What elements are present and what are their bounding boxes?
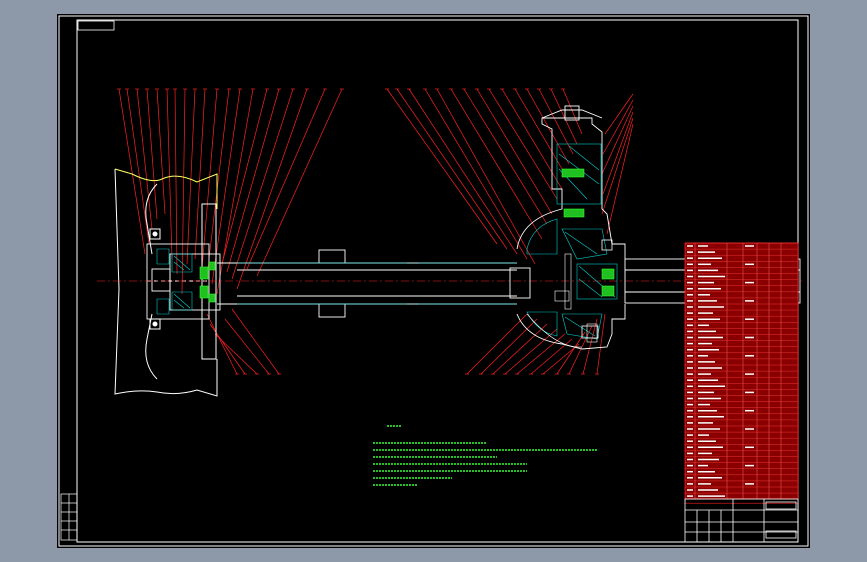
leader-line: [224, 318, 270, 375]
leader-line: [194, 88, 206, 260]
sheet-border: [58, 15, 809, 547]
leader-line: [214, 333, 258, 375]
leader-line: [126, 88, 150, 245]
leader-line: [156, 88, 166, 215]
leader-line: [186, 88, 196, 265]
leader-line: [174, 88, 178, 275]
leader-line: [201, 88, 218, 270]
drawing-sheet: [57, 14, 810, 548]
leader-line: [386, 88, 498, 245]
wheel-rim: [114, 168, 218, 397]
notes-text-strokes: [373, 425, 597, 486]
leader-line: [492, 323, 548, 375]
leader-line: [463, 88, 548, 225]
leader-line: [209, 323, 246, 375]
leader-line: [236, 88, 308, 290]
differential-bearings: [561, 168, 615, 297]
leader-line: [466, 313, 528, 375]
corner-tag: [77, 20, 115, 31]
leader-line: [450, 88, 543, 240]
leader-line: [606, 123, 634, 235]
housing-hatching: [237, 262, 517, 305]
title-block: [684, 498, 799, 543]
leader-line: [231, 88, 294, 280]
leader-line: [181, 88, 186, 295]
leader-line: [550, 88, 578, 145]
leader-line: [488, 88, 558, 200]
leader-line: [436, 88, 536, 265]
leader-line: [602, 111, 634, 195]
wheel-hub: [146, 243, 221, 320]
revision-block: [60, 493, 78, 541]
leader-line: [226, 88, 280, 273]
leader-line: [118, 88, 146, 255]
leader-line: [602, 99, 634, 155]
leader-line: [501, 88, 563, 190]
parts-table-header: [684, 498, 799, 504]
leader-line: [211, 88, 241, 285]
leader-line: [601, 117, 634, 215]
leader-line: [504, 328, 558, 375]
leader-line: [166, 88, 173, 260]
leader-line: [562, 88, 583, 135]
leader-line: [480, 318, 538, 375]
leader-line: [516, 333, 566, 375]
drain-plug: [581, 239, 613, 339]
leader-line: [604, 93, 634, 135]
hub-hatching: [156, 248, 193, 315]
axle-assembly-drawing: [58, 15, 809, 547]
leader-line: [582, 318, 598, 375]
leader-line: [530, 338, 573, 375]
leader-line: [514, 88, 566, 175]
ring-gear: [554, 253, 598, 343]
leader-line: [476, 88, 553, 215]
leader-line: [396, 88, 508, 250]
part-leaders: [117, 88, 634, 375]
leader-line: [556, 331, 586, 375]
leader-line: [256, 88, 343, 277]
leader-line: [601, 105, 634, 175]
parts-list: [684, 242, 799, 504]
leader-line: [206, 313, 238, 375]
leader-line: [221, 88, 268, 265]
wheel-studs: [149, 228, 161, 330]
hub-bearings: [199, 261, 216, 303]
leader-line: [542, 343, 580, 375]
leader-line: [246, 88, 326, 270]
leader-line: [424, 88, 528, 260]
pinion-flange: [541, 105, 603, 121]
leader-line: [231, 308, 280, 375]
leader-line: [146, 88, 158, 220]
leader-line: [596, 313, 606, 375]
breather-curve: [526, 313, 583, 348]
leader-line: [538, 88, 574, 155]
leader-line: [568, 325, 593, 375]
leader-line: [206, 88, 230, 277]
leader-line: [408, 88, 518, 255]
leader-line: [136, 88, 153, 230]
